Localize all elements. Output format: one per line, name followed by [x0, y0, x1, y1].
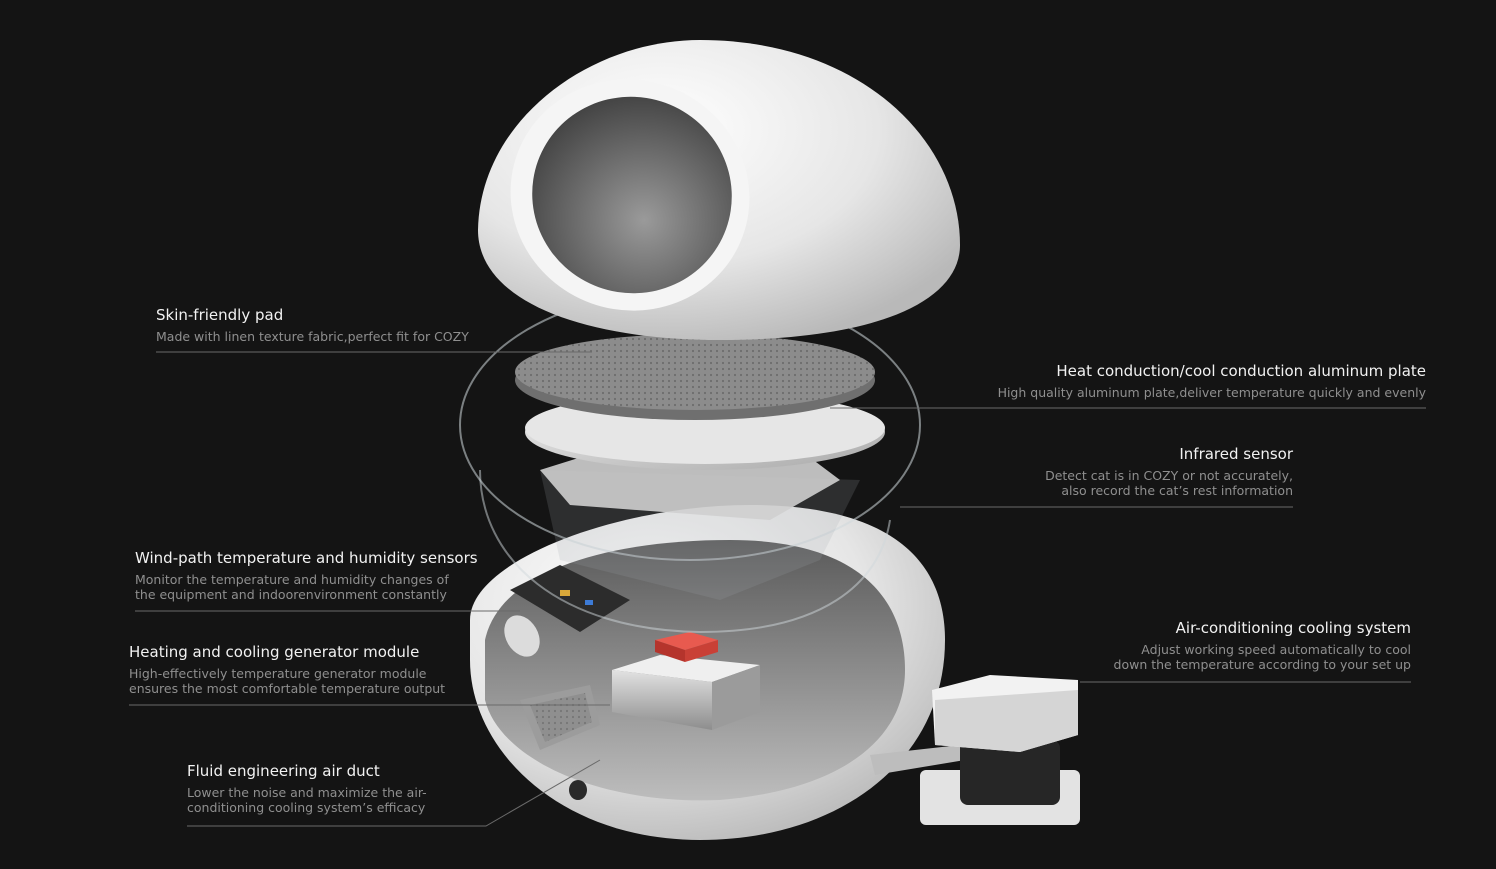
callout-line: conditioning cooling system’s efficacy: [187, 800, 426, 815]
callout-line: High quality aluminum plate,deliver temp…: [997, 385, 1426, 400]
generator-module-illustration: [612, 632, 760, 730]
callout-skin-friendly-pad: Skin-friendly pad Made with linen textur…: [156, 305, 469, 344]
callout-line: Made with linen texture fabric,perfect f…: [156, 329, 469, 344]
callout-line: Monitor the temperature and humidity cha…: [135, 572, 449, 587]
callout-line: Adjust working speed automatically to co…: [1141, 642, 1411, 657]
vent-hole: [569, 780, 587, 800]
callout-wind-path-sensors: Wind-path temperature and humidity senso…: [135, 548, 478, 602]
callout-generator-module: Heating and cooling generator module Hig…: [129, 642, 445, 696]
callout-title: Heat conduction/cool conduction aluminum…: [1056, 362, 1426, 380]
pad-illustration: [515, 334, 875, 420]
callout-description: Made with linen texture fabric,perfect f…: [156, 329, 469, 344]
callout-title: Air-conditioning cooling system: [1175, 619, 1411, 637]
callout-line: also record the cat’s rest information: [1061, 483, 1293, 498]
callout-infrared-sensor: Infrared sensor Detect cat is in COZY or…: [1045, 444, 1293, 498]
callout-title: Wind-path temperature and humidity senso…: [135, 549, 478, 567]
callout-title: Infrared sensor: [1179, 445, 1293, 463]
callout-description: Monitor the temperature and humidity cha…: [135, 572, 478, 602]
callout-line: ensures the most comfortable temperature…: [129, 681, 446, 696]
upper-dome: [478, 40, 960, 340]
air-conditioning-unit: [870, 675, 1080, 825]
callout-air-duct: Fluid engineering air duct Lower the noi…: [187, 761, 427, 815]
callout-description: Adjust working speed automatically to co…: [1114, 642, 1411, 672]
callout-description: Detect cat is in COZY or not accurately,…: [1045, 468, 1293, 498]
callout-line: Lower the noise and maximize the air-: [187, 785, 427, 800]
callout-air-conditioning: Air-conditioning cooling system Adjust w…: [1114, 618, 1411, 672]
callout-line: down the temperature according to your s…: [1113, 657, 1411, 672]
sensor-board-illustration: [504, 565, 630, 657]
callout-description: High-effectively temperature generator m…: [129, 666, 445, 696]
callout-title: Heating and cooling generator module: [129, 643, 420, 661]
callout-description: Lower the noise and maximize the air- co…: [187, 785, 427, 815]
callout-line: Detect cat is in COZY or not accurately,: [1045, 468, 1293, 483]
leader-lines: [129, 351, 1426, 827]
callout-aluminum-plate: Heat conduction/cool conduction aluminum…: [998, 361, 1426, 400]
callout-title: Fluid engineering air duct: [187, 762, 380, 780]
callout-title: Skin-friendly pad: [156, 306, 284, 324]
callout-line: the equipment and indoorenvironment cons…: [135, 587, 447, 602]
callout-description: High quality aluminum plate,deliver temp…: [998, 385, 1426, 400]
heat-chip: [655, 632, 718, 650]
callout-line: High-effectively temperature generator m…: [129, 666, 427, 681]
